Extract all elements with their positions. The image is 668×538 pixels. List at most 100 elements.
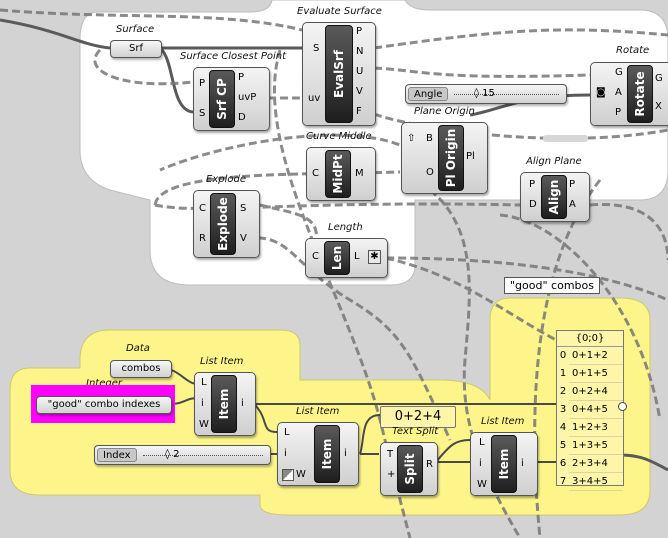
list-item-index: 1 [559, 368, 567, 379]
list-item-value: 1+2+3 [569, 419, 623, 437]
list-item-2-title: List Item [296, 406, 340, 417]
eval-input-uv[interactable]: uv [308, 93, 321, 104]
star-icon: ✱ [368, 250, 381, 264]
eval-output-f[interactable]: F [356, 106, 362, 117]
len-input-c[interactable]: C [312, 251, 319, 262]
eval-output-n[interactable]: N [356, 46, 364, 57]
align-plane-component[interactable]: P D Align P A [520, 172, 590, 222]
scp-output-d[interactable]: D [238, 112, 246, 123]
ts-output-r[interactable]: R [426, 459, 433, 470]
eval-input-s[interactable]: S [313, 43, 320, 54]
integer-param[interactable]: "good" combo indexes [36, 396, 172, 414]
scroll-hint [543, 135, 588, 142]
align-plane-title: Align Plane [526, 156, 582, 167]
surface-title: Surface [116, 24, 155, 35]
data-param[interactable]: combos [110, 360, 172, 378]
eval-output-p[interactable]: P [356, 26, 363, 37]
li3-input-l[interactable]: L [479, 437, 485, 448]
li2-input-l[interactable]: L [284, 427, 290, 438]
po-input-b[interactable]: B [426, 133, 433, 144]
index-track[interactable] [143, 455, 263, 457]
length-title: Length [328, 222, 363, 233]
list-item-3-title: List Item [481, 416, 525, 427]
ap-input-d[interactable]: D [529, 199, 537, 210]
scp-input-s[interactable]: S [199, 108, 206, 119]
list-item-value: 2+3+4 [569, 455, 623, 473]
eval-output-v[interactable]: V [356, 86, 363, 97]
li3-input-i[interactable]: i [479, 458, 482, 469]
angle-track[interactable] [454, 94, 559, 96]
rotate-input-p[interactable]: P [615, 107, 622, 118]
list-item-2-component[interactable]: L i W Item i [277, 422, 359, 486]
surface-param[interactable]: Srf [110, 40, 162, 58]
rotate-output-x[interactable]: X [655, 101, 662, 112]
po-input-o[interactable]: O [426, 167, 434, 178]
explode-input-c[interactable]: C [199, 203, 206, 214]
angle-value[interactable]: ◊ 15 [474, 88, 495, 99]
evaluate-surface-component[interactable]: S uv EvalSrf P N U V F [302, 22, 376, 126]
length-component[interactable]: C Len L ✱ [305, 238, 388, 278]
len-output-l[interactable]: L [354, 251, 360, 262]
angle-slider[interactable]: Angle ◊ 15 [405, 84, 567, 104]
index-value[interactable]: ◊ 2 [165, 449, 180, 460]
good-combos-header: {0;0} [557, 331, 623, 347]
li1-input-l[interactable]: L [201, 377, 207, 388]
list-item-3-component[interactable]: L i W Item i [470, 432, 538, 496]
explode-input-r[interactable]: R [199, 233, 206, 244]
list-item-value: 0+1+2 [569, 347, 623, 365]
scp-output-p[interactable]: P [238, 72, 245, 83]
li3-input-w[interactable]: W [477, 479, 487, 490]
list-item-index: 0 [559, 350, 567, 361]
surface-closest-point-component[interactable]: P S Srf CP P uvP D [193, 67, 270, 131]
scp-output-uvp[interactable]: uvP [238, 92, 257, 103]
data-title: Data [126, 343, 150, 354]
ap-output-p[interactable]: P [569, 179, 576, 190]
index-slider[interactable]: Index ◊ 2 [94, 445, 271, 465]
curve-middle-component[interactable]: C MidPt M [306, 147, 376, 201]
po-output-pl[interactable]: Pl [466, 151, 475, 162]
li1-core: Item [211, 375, 237, 433]
li1-output-i[interactable]: i [241, 398, 244, 409]
scp-input-p[interactable]: P [199, 78, 206, 89]
graft-icon [282, 469, 294, 481]
result-panel[interactable]: 0+2+4 [380, 406, 456, 428]
list-item-1-component[interactable]: L i W Item i [194, 372, 256, 436]
cm-output-m[interactable]: M [355, 168, 364, 179]
ts-input-t[interactable]: T [387, 449, 394, 460]
li2-output-i[interactable]: i [344, 448, 347, 459]
explode-output-v[interactable]: V [240, 233, 247, 244]
cm-input-c[interactable]: C [312, 168, 319, 179]
li1-input-i[interactable]: i [201, 398, 204, 409]
scp-core: Srf CP [209, 70, 235, 128]
rotate-component[interactable]: G ◙ A P Rotate G X [590, 62, 668, 126]
rotate-output-g[interactable]: G [655, 73, 663, 84]
li1-input-w[interactable]: W [199, 419, 209, 430]
explode-output-s[interactable]: S [240, 203, 247, 214]
ap-input-p[interactable]: P [529, 179, 536, 190]
rotate-input-a[interactable]: A [615, 87, 622, 98]
ap-output-a[interactable]: A [569, 199, 576, 210]
index-label: Index [97, 448, 137, 462]
li3-output-i[interactable]: i [521, 458, 524, 469]
rotate-input-g[interactable]: G [615, 67, 623, 78]
eval-output-u[interactable]: U [356, 66, 364, 77]
surface-label: Srf [129, 43, 143, 54]
list-item-value: 0+2+4 [569, 383, 623, 401]
li3-core: Item [491, 435, 517, 493]
plane-origin-title: Plane Origin [414, 106, 475, 117]
li2-input-w[interactable]: W [296, 469, 306, 480]
rotate-core: Rotate [627, 65, 653, 123]
plane-origin-component[interactable]: ⇧ B O Pl Origin Pl [401, 122, 488, 194]
li2-input-i[interactable]: i [284, 448, 287, 459]
explode-core: Explode [210, 193, 236, 255]
curve-middle-title: Curve Middle [306, 131, 372, 142]
list-item-value: 3+4+5 [569, 473, 623, 491]
explode-component[interactable]: C R Explode S V [193, 190, 260, 258]
ts-input-plus[interactable]: + [387, 469, 396, 480]
text-split-component[interactable]: T + Split R [380, 442, 438, 496]
panel-output-knob[interactable] [618, 402, 627, 411]
